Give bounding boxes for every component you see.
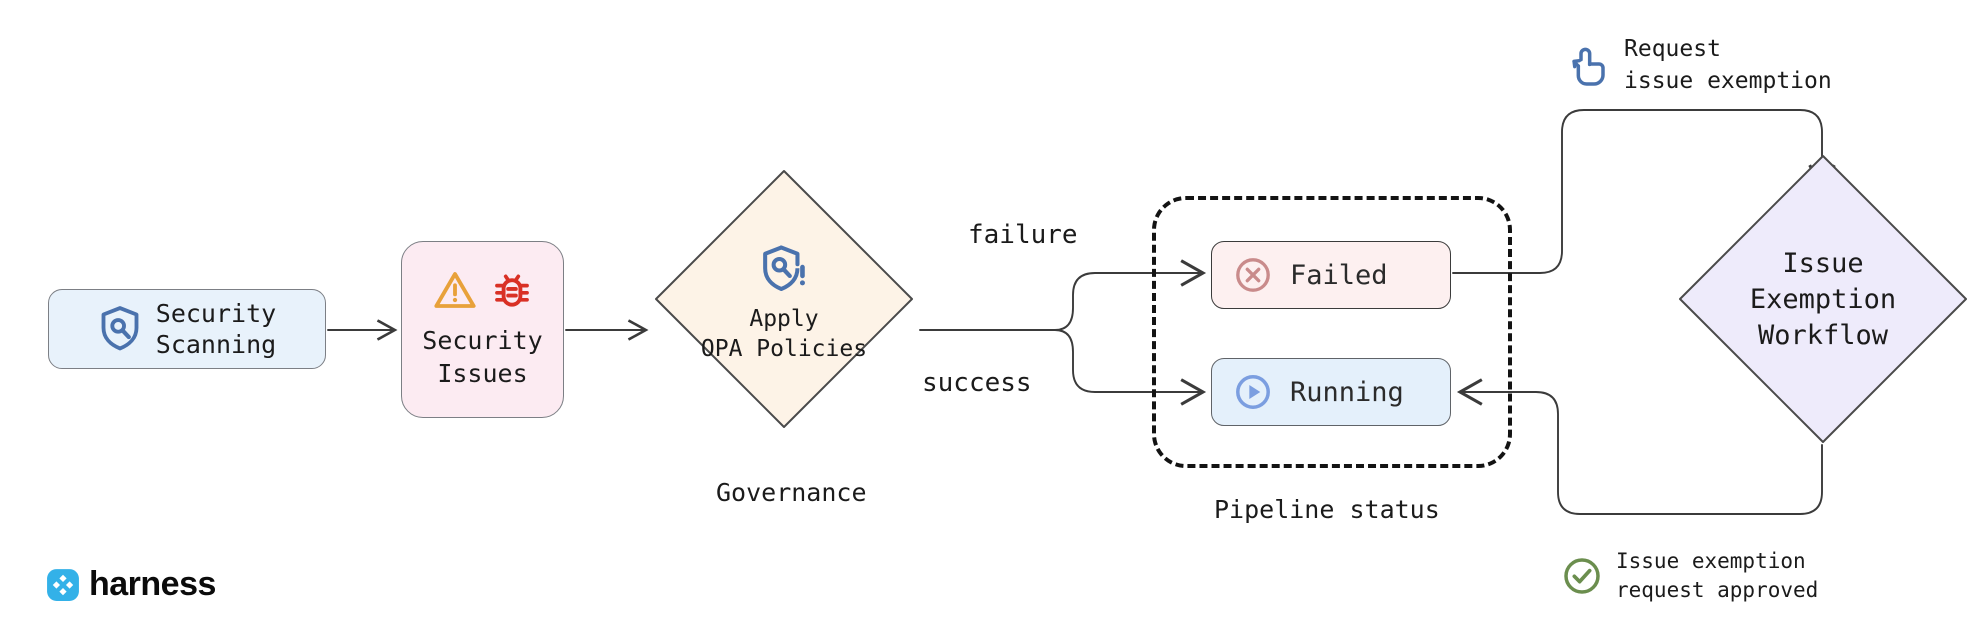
node-label: Security Issues xyxy=(422,326,543,388)
node-failed[interactable]: Failed xyxy=(1211,241,1451,309)
pipeline-status-caption: Pipeline status xyxy=(1214,495,1440,524)
edge-label-success: success xyxy=(922,368,1032,398)
diamond-shape xyxy=(655,170,913,428)
annotation-line-1: Request xyxy=(1624,36,1721,62)
warning-triangle-icon xyxy=(433,270,477,310)
harness-logo: harness xyxy=(46,565,216,604)
edge-success-to-running xyxy=(1054,329,1203,392)
issue-icons xyxy=(433,269,533,311)
shield-search-icon xyxy=(98,305,142,353)
node-security-scanning[interactable]: Security Scanning xyxy=(48,289,326,369)
harness-wordmark: harness xyxy=(89,565,216,603)
edge-failure-to-failed xyxy=(1054,273,1203,331)
governance-caption: Governance xyxy=(716,478,867,507)
node-issue-exemption-workflow[interactable]: Issue Exemption Workflow xyxy=(1674,150,1972,448)
node-label: Running xyxy=(1290,376,1404,408)
annotation-text: Request issue exemption xyxy=(1624,34,1832,97)
harness-logo-icon xyxy=(46,568,80,602)
x-circle-icon xyxy=(1234,256,1272,294)
click-hand-icon xyxy=(1570,44,1610,88)
edge-exemption-to-running xyxy=(1460,392,1823,515)
edge-failed-to-exemption xyxy=(1452,109,1822,274)
node-apply-opa-policies[interactable]: Apply OPA Policies xyxy=(650,165,918,433)
annotation-line-1: Issue exemption xyxy=(1616,549,1806,573)
check-circle-icon xyxy=(1562,556,1602,596)
annotation-request-issue-exemption: Request issue exemption xyxy=(1570,34,1832,97)
edge-label-failure: failure xyxy=(968,220,1078,250)
node-running[interactable]: Running xyxy=(1211,358,1451,426)
play-circle-icon xyxy=(1234,373,1272,411)
annotation-line-2: request approved xyxy=(1616,577,1819,602)
annotation-text: Issue exemption request approved xyxy=(1616,547,1818,605)
diamond-shape xyxy=(1679,155,1967,443)
annotation-line-2: issue exemption xyxy=(1624,67,1832,94)
annotation-request-approved: Issue exemption request approved xyxy=(1562,547,1818,605)
node-label: Failed xyxy=(1290,259,1388,291)
node-security-issues[interactable]: Security Issues xyxy=(401,241,564,418)
bug-icon xyxy=(491,269,533,311)
node-label: Security Scanning xyxy=(155,298,277,360)
pipeline-status-group xyxy=(1152,196,1512,468)
